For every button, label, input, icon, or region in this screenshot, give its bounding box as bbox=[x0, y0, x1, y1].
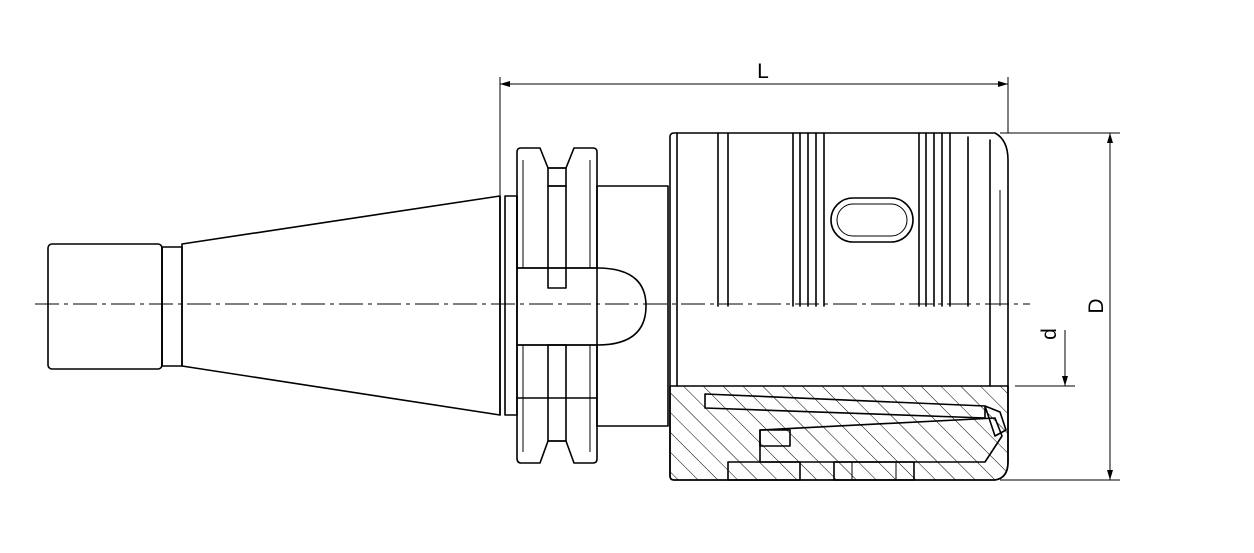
neck bbox=[596, 185, 669, 427]
dimension-label-length: L bbox=[757, 60, 769, 83]
retention-knob bbox=[47, 243, 183, 370]
section-view bbox=[669, 385, 1009, 481]
dimension-bore-diameter: d bbox=[1015, 328, 1075, 387]
dimension-outer-diameter: D bbox=[1000, 132, 1120, 481]
taper-shank bbox=[181, 195, 518, 416]
dimension-label-bore-diameter: d bbox=[1038, 328, 1061, 340]
dimension-length: L bbox=[499, 60, 1009, 196]
v-flange bbox=[516, 147, 598, 464]
dimension-label-outer-diameter: D bbox=[1085, 298, 1108, 313]
